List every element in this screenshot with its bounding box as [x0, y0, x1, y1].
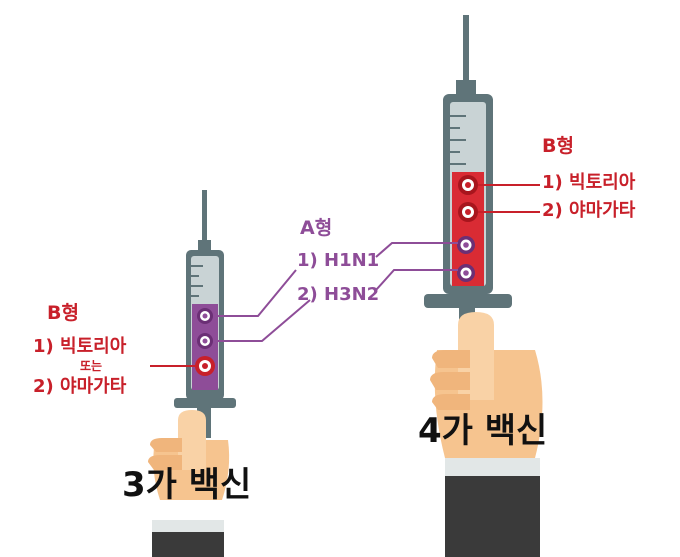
trivalent-a-dot-2 — [197, 333, 213, 349]
quadrivalent-b-strain-1: 1) 빅토리아 — [542, 172, 636, 193]
trivalent-needle — [202, 190, 207, 245]
trivalent-b-strain-1: 1) 빅토리아 — [33, 336, 127, 357]
trivalent-b-strain-2: 2) 야마가타 — [33, 376, 127, 397]
quadrivalent-vaccine-label: 4가 백신 — [418, 411, 548, 451]
quadrivalent-b-title: B형 — [542, 135, 574, 157]
trivalent-hand — [148, 410, 230, 557]
a-type-strain-2: 2) H3N2 — [297, 284, 380, 305]
quadrivalent-hand — [430, 312, 543, 557]
a-type-strain-1: 1) H1N1 — [297, 250, 380, 271]
a-type-connectors — [213, 242, 458, 342]
quadrivalent-flange — [424, 294, 512, 308]
trivalent-flange — [174, 398, 236, 408]
trivalent-b-dot — [195, 356, 215, 376]
quadrivalent-needle — [463, 15, 469, 85]
quadrivalent-syringe — [424, 15, 512, 333]
quadrivalent-a-dot-2 — [457, 264, 475, 282]
trivalent-syringe — [174, 190, 236, 438]
trivalent-b-title: B형 — [47, 302, 79, 324]
quadrivalent-b-dot-1 — [458, 175, 478, 195]
quadrivalent-b-strain-2: 2) 야마가타 — [542, 200, 636, 221]
trivalent-or-text: 또는 — [80, 359, 103, 373]
trivalent-a-dot-1 — [197, 308, 213, 324]
quadrivalent-a-dot-1 — [457, 236, 475, 254]
trivalent-vaccine-label: 3가 백신 — [122, 465, 252, 505]
a-type-title: A형 — [300, 217, 333, 239]
b-type-connectors — [150, 184, 540, 367]
quadrivalent-b-dot-2 — [458, 202, 478, 222]
